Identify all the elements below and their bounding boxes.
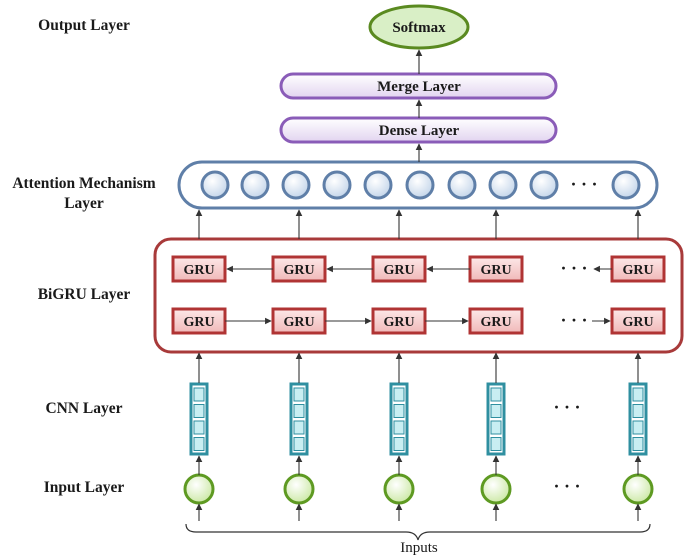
inputs-brace (185, 523, 651, 541)
cnn-column (289, 382, 309, 456)
attention-node (447, 170, 477, 200)
input-node (383, 473, 415, 505)
input-node (183, 473, 215, 505)
attention-node (405, 170, 435, 200)
cnn-cell (632, 437, 644, 451)
gru-cell: GRU (468, 307, 524, 335)
gru-cell-box (271, 307, 327, 335)
gru-cell: GRU (171, 307, 227, 335)
input-node (622, 473, 654, 505)
gru-cell-label: GRU (480, 263, 511, 278)
gru-cell: GRU (610, 255, 666, 283)
gru-cell: GRU (371, 307, 427, 335)
cnn-cell (293, 387, 305, 402)
gru-cell: GRU (371, 255, 427, 283)
attention-node (200, 170, 230, 200)
attention-layer-label-line1: Attention Mechanism (12, 175, 155, 192)
attention-node (322, 170, 352, 200)
gru-cell-box (468, 307, 524, 335)
gru-cell-label: GRU (383, 263, 414, 278)
gru-forward-row: GRU GRU GRU GRU GRU (171, 307, 666, 335)
cnn-cell (393, 420, 405, 435)
dense-layer-label: Dense Layer (379, 123, 460, 139)
cnn-cell (393, 437, 405, 451)
gru-backward-ellipsis: · · · (560, 258, 587, 278)
input-node (283, 473, 315, 505)
cnn-cell (193, 387, 205, 402)
input-node (480, 473, 512, 505)
inputs-label: Inputs (400, 540, 438, 556)
attention-node (240, 170, 270, 200)
cnn-cell (393, 404, 405, 418)
gru-cell-label: GRU (183, 263, 214, 278)
gru-cell: GRU (468, 255, 524, 283)
gru-cell: GRU (271, 307, 327, 335)
gru-cell-label: GRU (480, 315, 511, 330)
arrows (195, 49, 642, 521)
attention-node (363, 170, 393, 200)
attention-nodes (200, 170, 641, 200)
cnn-cell (490, 437, 502, 451)
cnn-ellipsis: · · · (553, 397, 580, 417)
gru-cell-label: GRU (283, 263, 314, 278)
softmax-label: Softmax (392, 20, 446, 36)
cnn-cell (193, 404, 205, 418)
cnn-cell (490, 404, 502, 418)
gru-cell: GRU (610, 307, 666, 335)
cnn-cell (293, 404, 305, 418)
gru-cell-box (610, 307, 666, 335)
gru-cell: GRU (271, 255, 327, 283)
cnn-cell (193, 437, 205, 451)
input-ellipsis: · · · (553, 476, 580, 496)
cnn-cell (393, 387, 405, 402)
gru-cell-label: GRU (283, 315, 314, 330)
attention-node (281, 170, 311, 200)
attention-node (529, 170, 559, 200)
input-layer-label: Input Layer (44, 479, 125, 496)
gru-cell: GRU (171, 255, 227, 283)
cnn-layer-label: CNN Layer (45, 400, 122, 417)
gru-cell-box (171, 255, 227, 283)
gru-forward-ellipsis: · · · (560, 310, 587, 330)
attention-layer-label-line2: Layer (64, 195, 104, 212)
cnn-cell (293, 420, 305, 435)
cnn-cell (193, 420, 205, 435)
gru-cell-label: GRU (622, 315, 653, 330)
cnn-cell (632, 387, 644, 402)
gru-cell-label: GRU (622, 263, 653, 278)
cnn-cell (632, 404, 644, 418)
attention-node (488, 170, 518, 200)
cnn-column (628, 382, 648, 456)
cnn-cell (632, 420, 644, 435)
cnn-column (389, 382, 409, 456)
cnn-columns (189, 382, 648, 456)
output-layer-label: Output Layer (38, 17, 130, 34)
softmax-node (368, 4, 470, 50)
gru-cell-label: GRU (383, 315, 414, 330)
cnn-cell (490, 420, 502, 435)
cnn-column (486, 382, 506, 456)
gru-cell-label: GRU (183, 315, 214, 330)
attention-ellipsis: · · · (570, 174, 597, 194)
merge-layer-label: Merge Layer (377, 79, 461, 95)
bigru-layer-label: BiGRU Layer (38, 286, 131, 303)
cnn-cell (293, 437, 305, 451)
input-nodes (183, 473, 654, 505)
cnn-cell (490, 387, 502, 402)
attention-node (611, 170, 641, 200)
cnn-column (189, 382, 209, 456)
